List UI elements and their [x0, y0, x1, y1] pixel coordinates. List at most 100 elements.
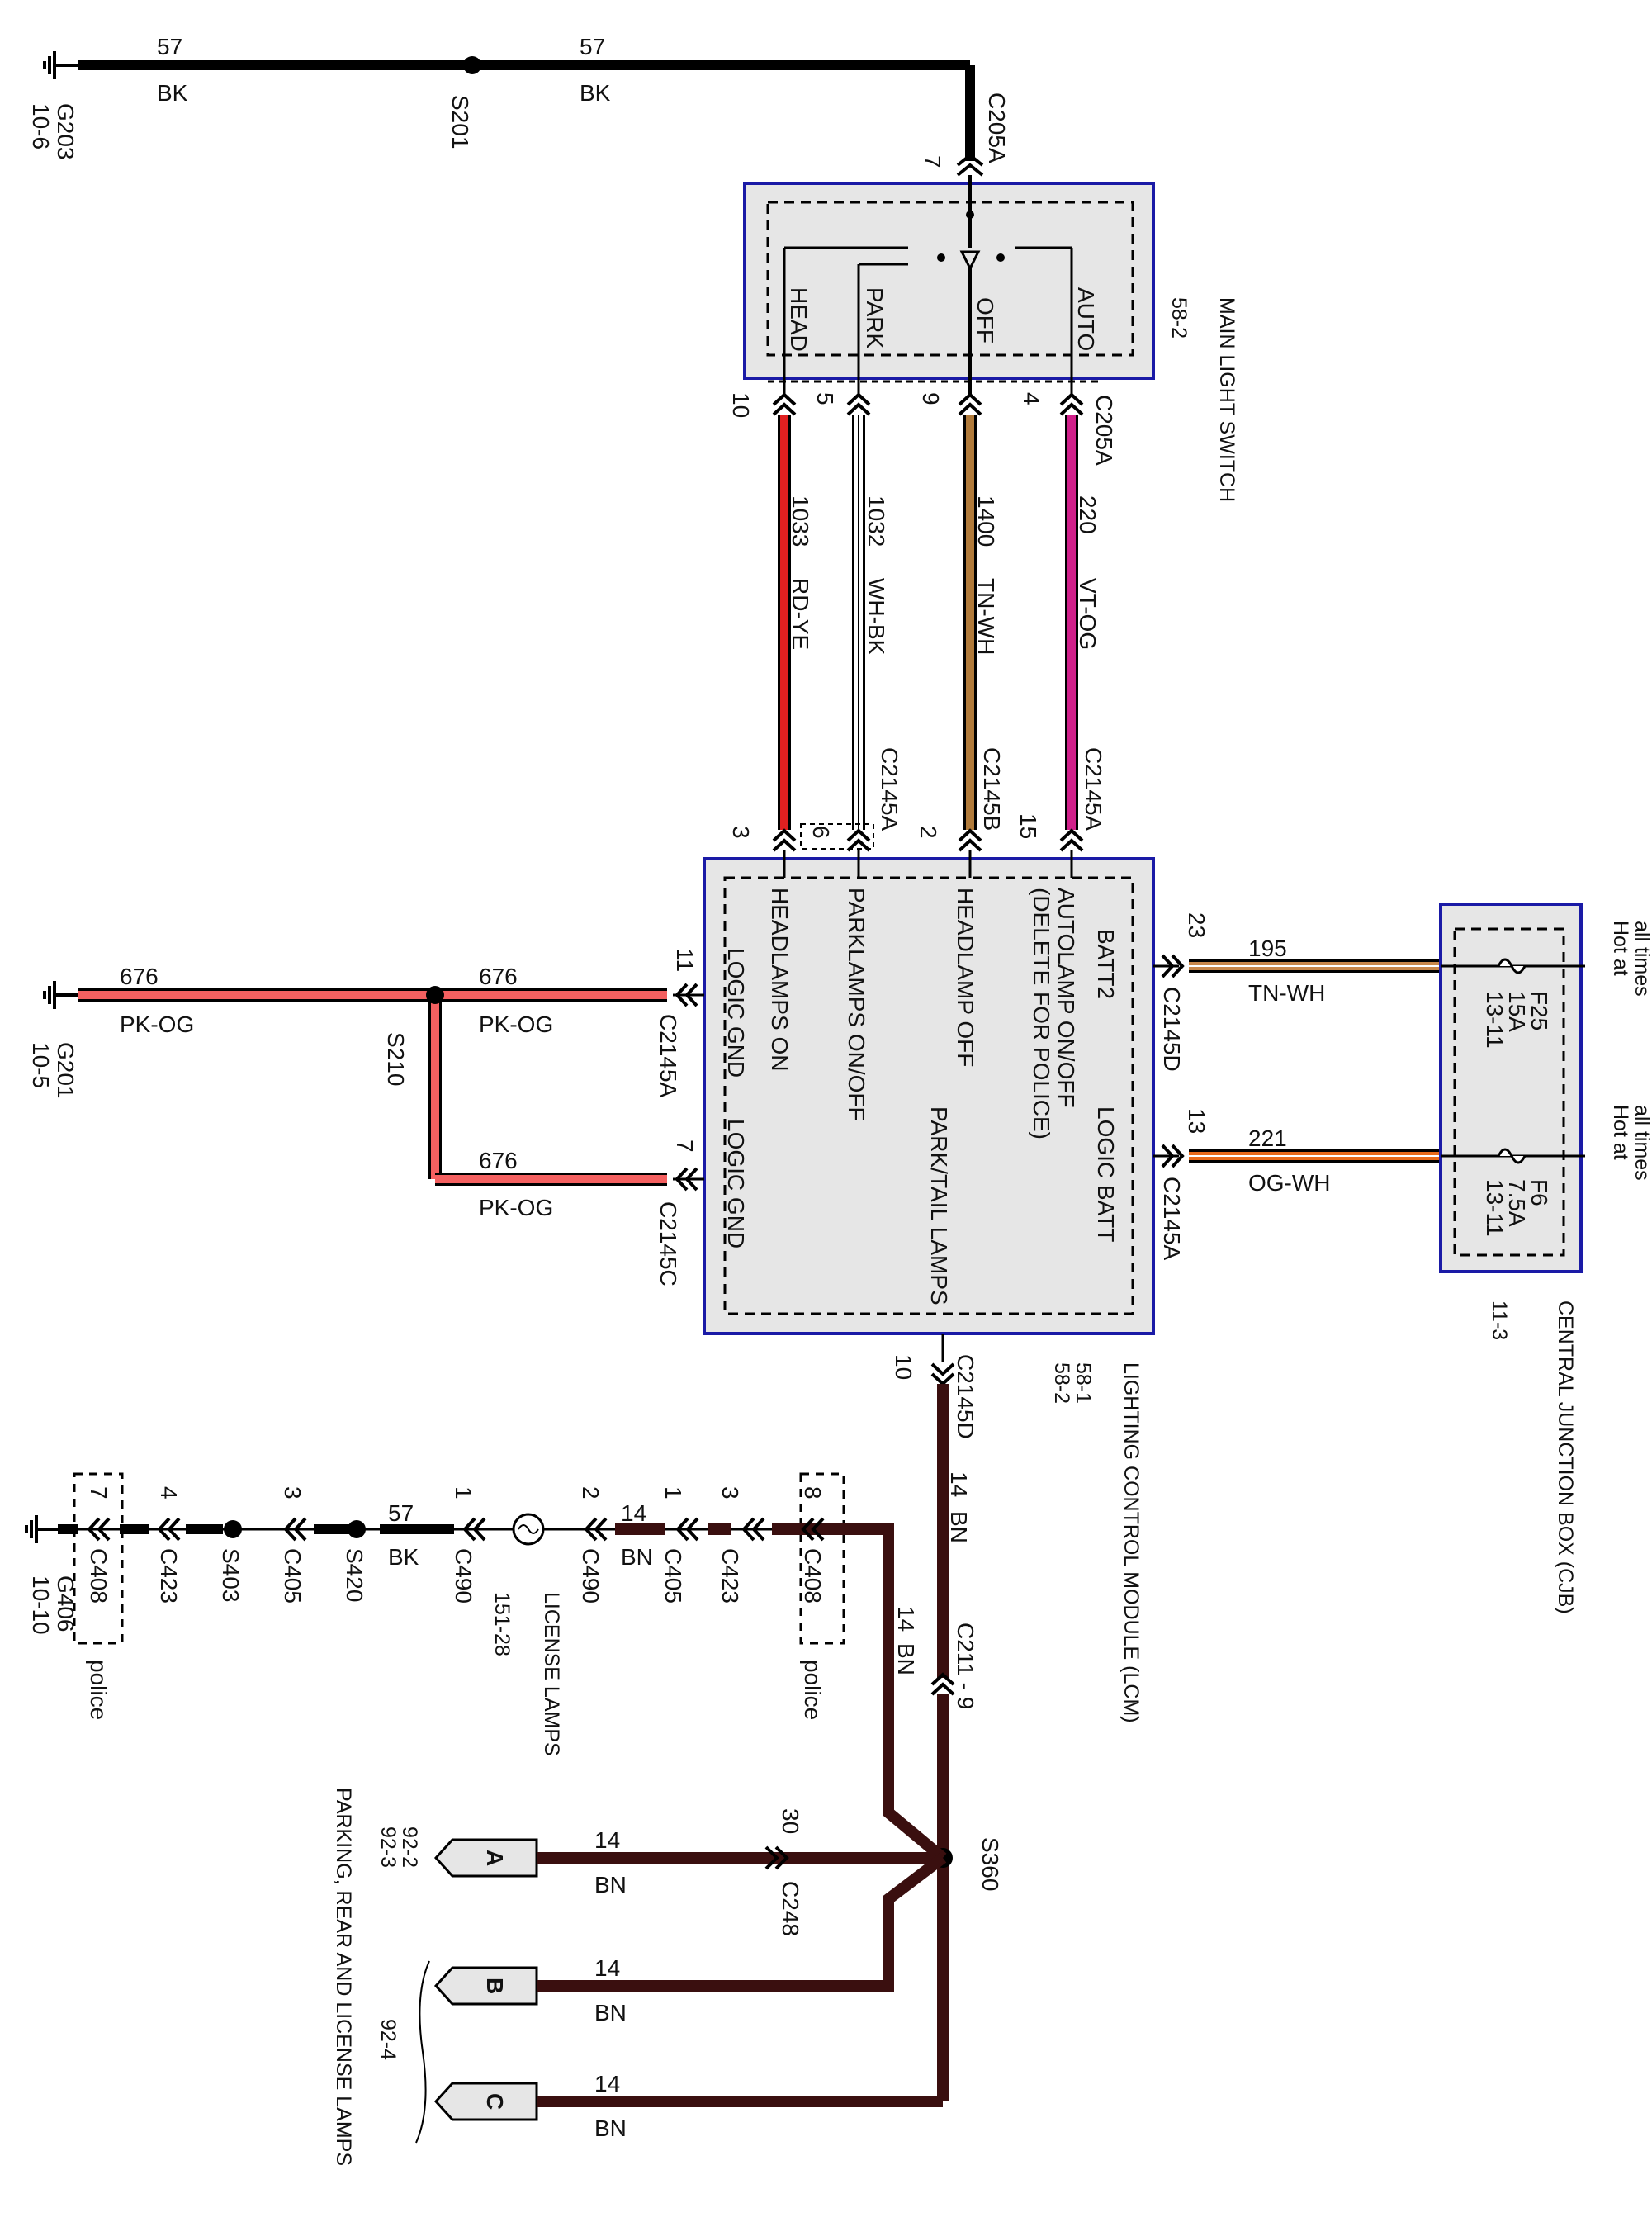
connector-label: C2145A — [656, 1014, 681, 1098]
pin-number: 7 — [672, 1139, 698, 1153]
pin-number: 2 — [916, 826, 941, 839]
lighting-control-module: HEADLAMPS ON PARKLAMPS ON/OFF HEADLAMP O… — [703, 850, 1155, 1723]
wire-color: BN — [893, 1643, 919, 1675]
lamp-ref: 151-28 — [490, 1592, 514, 1656]
wire-color: WH-BK — [864, 578, 889, 656]
splice-dot — [426, 986, 444, 1004]
wire-circuit: 57 — [580, 34, 605, 59]
connector-label: C205A — [984, 92, 1010, 163]
top-ground-circuit: G203 10-6 57 BK S201 57 BK C205A 7 — [28, 34, 1010, 177]
switch-title: MAIN LIGHT SWITCH — [1215, 297, 1238, 502]
pin-number: 1 — [660, 1486, 686, 1499]
connector-label: C490 — [451, 1548, 476, 1604]
police-label: police — [86, 1660, 111, 1720]
splice-label: S360 — [977, 1837, 1003, 1891]
connector-label: C211 - 9 — [953, 1623, 978, 1709]
wire-color: BN — [594, 2000, 627, 2025]
pin-number: 3 — [717, 1486, 743, 1499]
connector-label: C405 — [280, 1548, 305, 1604]
wire-color: PK-OG — [120, 1012, 194, 1037]
fuse-amps: 15A — [1504, 991, 1530, 1032]
splice-dot — [224, 1520, 242, 1538]
switch-output-chevrons — [772, 392, 1084, 416]
license-lamp-circuit: 8 C408 police 3 C423 1 C405 14 BN 2 C490… — [25, 1472, 850, 1756]
pin-number: 2 — [578, 1486, 604, 1499]
wire-circuit: 221 — [1248, 1125, 1287, 1151]
wire-circuit: 14 — [621, 1500, 646, 1526]
fuse-icon — [1497, 958, 1527, 974]
wire-color: BN — [621, 1544, 653, 1570]
lcm-pin-park-tail: PARK/TAIL LAMPS — [926, 1106, 952, 1305]
connector-label: C423 — [717, 1548, 743, 1604]
ground-label: G201 — [53, 1042, 78, 1099]
lcm-pin-batt2: BATT2 — [1093, 929, 1119, 999]
lcm-input-chevrons — [772, 823, 1084, 852]
wire-circuit: 14 — [594, 2071, 620, 2096]
switch-position-off: OFF — [973, 297, 998, 343]
cjb-title: CENTRAL JUNCTION BOX (CJB) — [1554, 1301, 1577, 1614]
pin-number: 15 — [1015, 813, 1041, 839]
wire-color: BK — [580, 80, 611, 106]
pin-number: 1 — [451, 1486, 476, 1499]
wire-color: PK-OG — [479, 1012, 553, 1037]
pin-number: 3 — [728, 826, 754, 839]
ground-ref: 10-10 — [28, 1575, 54, 1635]
branch-tags: 30 C248 14 BN 14 BN 14 BN A B C 92-2 92-… — [332, 1788, 803, 2166]
connector-chevron — [956, 153, 984, 167]
wire-circuit: 14 — [946, 1471, 972, 1497]
branch-tag-a — [433, 1838, 538, 1878]
wire-color: BN — [594, 2115, 627, 2141]
splice-label: S201 — [447, 95, 473, 149]
connector-label: C2145C — [656, 1201, 681, 1286]
lcm-pin-logic-batt: LOGIC BATT — [1093, 1106, 1119, 1242]
connector-label: C408 — [86, 1548, 111, 1604]
lcm-pin-autolamp: AUTOLAMP ON/OFF — [1053, 888, 1079, 1108]
lamp-icon — [512, 1513, 545, 1546]
branch-ref: 92-4 — [376, 2019, 400, 2060]
ground-symbol-g201 — [43, 981, 78, 1009]
lcm-power-feeds: 23 C2145D 195 TN-WH 13 C2145A 221 OG-WH — [1153, 912, 1441, 1261]
splice-label: S420 — [342, 1548, 367, 1602]
branch-tag-c — [433, 2082, 538, 2121]
fuse-amps: 7.5A — [1504, 1179, 1530, 1227]
pin-number: 23 — [1184, 912, 1209, 938]
connector-label: C2145A — [1081, 747, 1106, 831]
pin-number: 11 — [672, 948, 698, 972]
wire-color: BN — [594, 1872, 627, 1897]
wire-circuit: 676 — [479, 964, 518, 989]
lcm-pin-parklamps: PARKLAMPS ON/OFF — [844, 888, 869, 1121]
fuse-ref: 13-11 — [1482, 1179, 1508, 1237]
connector-label: C2145A — [1159, 1177, 1185, 1261]
hot-at-all-times: Hot atall times — [1609, 921, 1652, 997]
switch-box — [743, 182, 1155, 380]
pin-number: 7 — [86, 1486, 111, 1499]
hot-at-all-times: Hot atall times — [1609, 1105, 1652, 1181]
lcm-pin-autolamp-note: (DELETE FOR POLICE) — [1029, 888, 1054, 1139]
lcm-box — [703, 857, 1155, 1335]
wire-circuit: 1033 — [788, 495, 813, 547]
branch-tag-c-label: C — [482, 2093, 508, 2110]
wire-circuit: 1400 — [973, 495, 999, 547]
splice-dot — [463, 56, 481, 74]
lcm-ref: 58-1 — [1072, 1362, 1095, 1404]
connector-label: C490 — [578, 1548, 604, 1604]
ground-label: G406 — [53, 1575, 78, 1632]
connector-label: C248 — [778, 1881, 803, 1936]
wire-color: RD-YE — [788, 578, 813, 650]
lcm-title: LIGHTING CONTROL MODULE (LCM) — [1119, 1362, 1143, 1723]
fuse-number: F6 — [1527, 1179, 1552, 1206]
diagram-caption: PARKING, REAR AND LICENSE LAMPS — [332, 1788, 355, 2166]
wire-color: BK — [388, 1544, 419, 1570]
connector-label: C2145B — [979, 747, 1005, 831]
switch-position-head: HEAD — [786, 287, 812, 352]
switch-position-auto: AUTO — [1073, 287, 1099, 351]
lcm-ref: 58-2 — [1050, 1362, 1073, 1404]
pin-number: 6 — [808, 826, 834, 839]
pin-number: 5 — [812, 392, 838, 405]
switch-ref: 58-2 — [1167, 297, 1190, 339]
cjb-ref: 11-3 — [1488, 1301, 1511, 1340]
wire-circuit: 220 — [1075, 495, 1101, 534]
lcm-pin-logic-gnd: LOGIC GND — [723, 948, 749, 1078]
central-junction-box: F25 15A 13-11 F6 7.5A 13-11 Hot atall ti… — [1439, 903, 1652, 1614]
